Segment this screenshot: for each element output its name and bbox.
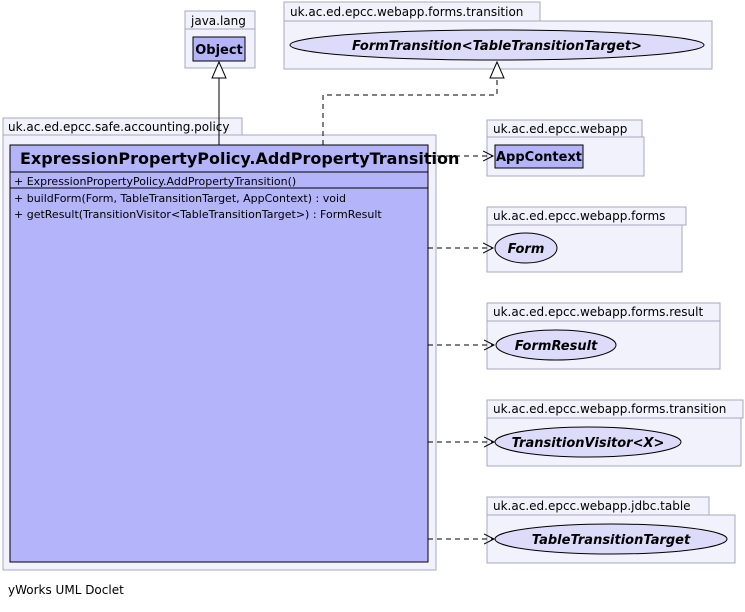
method-get-result: + getResult(TransitionVisitor<TableTrans… xyxy=(14,208,382,221)
footer-label: yWorks UML Doclet xyxy=(8,583,124,597)
class-object-label: Object xyxy=(195,43,243,58)
interface-form-result[interactable]: FormResult xyxy=(495,329,617,361)
package-webapp-label: uk.ac.ed.epcc.webapp xyxy=(493,122,627,136)
interface-transition-visitor-label: TransitionVisitor<X> xyxy=(512,436,665,451)
interface-form-label: Form xyxy=(508,242,545,257)
interface-table-transition-target[interactable]: TableTransitionTarget xyxy=(494,523,728,555)
class-add-property-transition-name: ExpressionPropertyPolicy.AddPropertyTran… xyxy=(20,149,459,168)
interface-form-transition[interactable]: FormTransition<TableTransitionTarget> xyxy=(289,29,705,61)
generalization-object xyxy=(211,60,227,145)
interface-form-result-label: FormResult xyxy=(515,339,598,354)
package-forms-transition-label: uk.ac.ed.epcc.webapp.forms.transition xyxy=(493,402,726,416)
package-jdbc-table-label: uk.ac.ed.epcc.webapp.jdbc.table xyxy=(493,499,691,513)
package-forms-result-label: uk.ac.ed.epcc.webapp.forms.result xyxy=(493,305,703,319)
class-add-property-transition[interactable]: ExpressionPropertyPolicy.AddPropertyTran… xyxy=(9,144,459,563)
class-app-context-label: AppContext xyxy=(496,150,582,165)
class-object[interactable]: Object xyxy=(192,36,246,62)
package-java-lang-label: java.lang xyxy=(190,14,246,28)
method-build-form: + buildForm(Form, TableTransitionTarget,… xyxy=(14,192,346,205)
interface-form[interactable]: Form xyxy=(494,232,558,264)
package-forms-transition-top-label: uk.ac.ed.epcc.webapp.forms.transition xyxy=(290,5,523,19)
interface-form-transition-label: FormTransition<TableTransitionTarget> xyxy=(352,39,642,54)
interface-table-transition-target-label: TableTransitionTarget xyxy=(532,533,691,548)
realization-form-transition xyxy=(322,60,505,145)
package-safe-accounting-policy-label: uk.ac.ed.epcc.safe.accounting.policy xyxy=(8,120,230,134)
package-forms-label: uk.ac.ed.epcc.webapp.forms xyxy=(493,209,665,223)
interface-transition-visitor[interactable]: TransitionVisitor<X> xyxy=(494,426,682,458)
constructor-item: + ExpressionPropertyPolicy.AddPropertyTr… xyxy=(14,175,296,188)
class-app-context[interactable]: AppContext xyxy=(494,144,584,169)
